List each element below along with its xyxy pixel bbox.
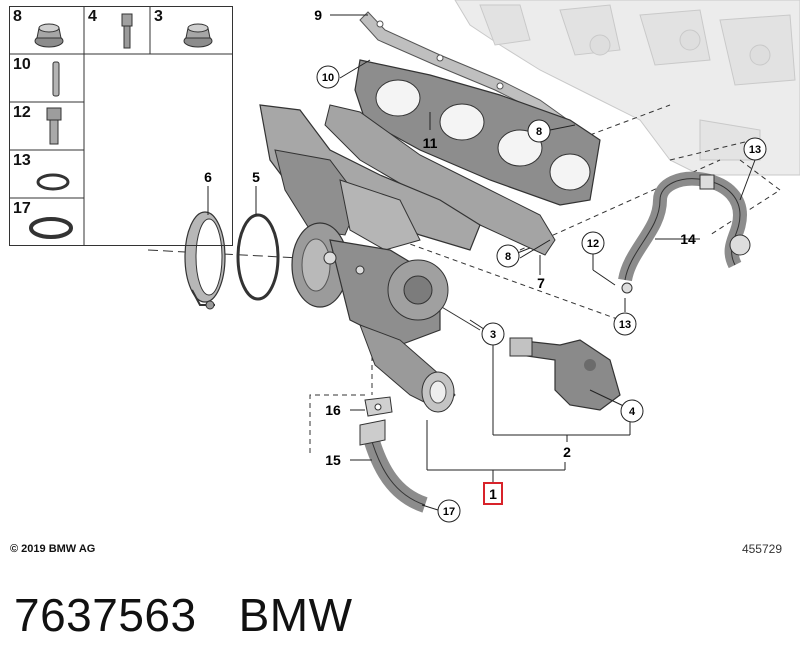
callout-13-upper: 13	[743, 137, 767, 161]
svg-text:9: 9	[314, 7, 322, 23]
svg-text:5: 5	[252, 169, 260, 185]
legend-cell-17: 17	[9, 198, 84, 246]
svg-text:14: 14	[680, 231, 696, 247]
small-parts-legend: 8 4 3 10 12	[9, 6, 233, 246]
legend-grid-lines	[9, 6, 233, 246]
callout-3: 3	[481, 322, 505, 346]
svg-text:2: 2	[563, 444, 571, 460]
legend-cell-4: 4	[84, 6, 150, 54]
svg-text:6: 6	[204, 169, 212, 185]
svg-text:4: 4	[629, 406, 636, 418]
svg-text:7: 7	[537, 275, 545, 291]
svg-text:3: 3	[490, 329, 496, 341]
legend-number: 8	[13, 8, 22, 25]
callout-1: 1	[483, 482, 503, 505]
svg-text:13: 13	[749, 144, 761, 156]
hollow-screw-icon	[46, 107, 62, 145]
heat-shield-7	[324, 104, 556, 256]
stud-bolt-icon	[121, 13, 133, 49]
brand-name: BMW	[238, 589, 353, 641]
svg-text:12: 12	[587, 238, 599, 250]
callout-9: 9	[314, 7, 322, 23]
legend-cell-3: 3	[150, 6, 233, 54]
v-band-clamp-6	[184, 211, 226, 310]
document-number: 455729	[741, 542, 782, 556]
gasket-16	[364, 396, 393, 417]
svg-text:11: 11	[423, 135, 438, 151]
gasket-ring-5	[236, 213, 280, 301]
legend-cell-8: 8	[9, 6, 84, 54]
callout-12: 12	[581, 231, 605, 255]
svg-text:10: 10	[322, 72, 334, 84]
legend-number: 3	[154, 8, 163, 25]
svg-text:17: 17	[443, 506, 455, 518]
callout-15: 15	[325, 452, 341, 468]
legend-cell-10: 10	[9, 54, 84, 102]
turbocharger	[291, 222, 456, 413]
callout-16: 16	[325, 402, 341, 418]
o-ring-icon	[36, 173, 70, 191]
legend-number: 12	[13, 104, 31, 121]
oil-line-14	[618, 171, 751, 294]
legend-number: 17	[13, 200, 31, 217]
svg-text:8: 8	[536, 126, 542, 138]
callout-10: 10	[316, 65, 340, 89]
actuator-2	[509, 337, 621, 411]
svg-text:16: 16	[325, 402, 341, 418]
svg-text:15: 15	[325, 452, 341, 468]
svg-text:13: 13	[619, 319, 631, 331]
o-ring-icon	[29, 217, 73, 239]
legend-number: 10	[13, 56, 31, 73]
callout-13-lower: 13	[613, 312, 637, 336]
legend-cell-13: 13	[9, 150, 84, 198]
legend-number: 4	[88, 8, 97, 25]
svg-text:8: 8	[505, 251, 511, 263]
cylinder-head	[454, 0, 800, 176]
callout-5: 5	[252, 169, 260, 185]
legend-cell-12: 12	[9, 102, 84, 150]
collar-nut-icon	[34, 23, 64, 48]
legend-number: 13	[13, 152, 31, 169]
callout-8-upper: 8	[527, 119, 551, 143]
callout-4: 4	[620, 399, 644, 423]
callout-6: 6	[204, 169, 212, 185]
callout-7: 7	[537, 275, 545, 291]
callout-2: 2	[563, 444, 571, 460]
footer: 7637563 BMW	[14, 588, 353, 642]
callout-8-lower: 8	[496, 244, 520, 268]
collar-nut-icon	[183, 23, 213, 48]
callout-11: 11	[423, 135, 438, 151]
callout-14: 14	[680, 231, 696, 247]
parts-diagram: 9 10 11 8 13 14 12 8 7 13 6 5 3	[147, 0, 800, 523]
callout-17: 17	[437, 499, 461, 523]
svg-text:1: 1	[489, 486, 497, 502]
exhaust-manifold	[259, 104, 481, 251]
part-number: 7637563	[14, 589, 197, 641]
copyright-text: © 2019 BMW AG	[10, 543, 96, 555]
line-15	[359, 419, 428, 513]
dowel-pin-icon	[52, 61, 60, 97]
